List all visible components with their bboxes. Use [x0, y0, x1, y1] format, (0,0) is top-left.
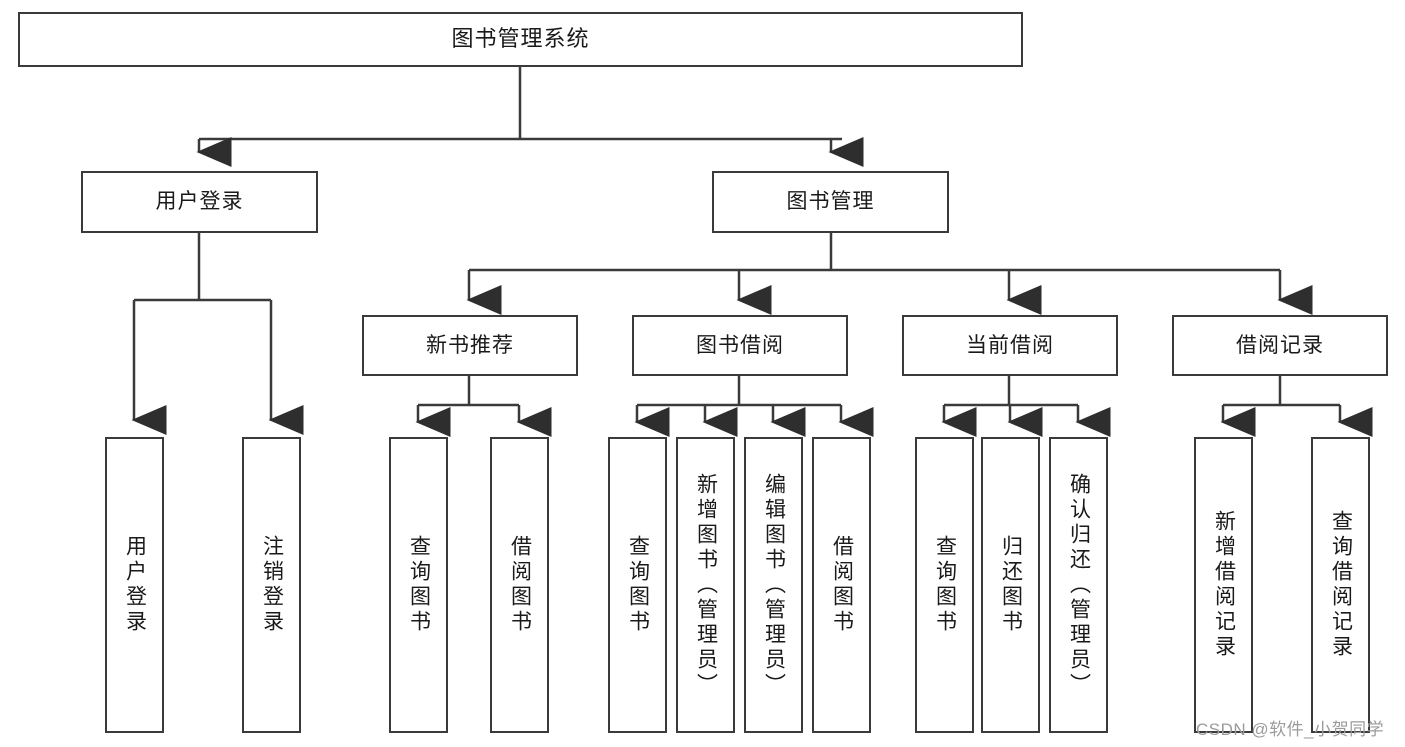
leaf-label: 归还图书 [999, 535, 1023, 635]
leaf-label: 借阅图书 [508, 535, 532, 635]
node-current-borrow[interactable]: 当前借阅 [902, 315, 1118, 376]
leaf-current-return-book[interactable]: 归还图书 [981, 437, 1040, 733]
leaf-label: 新增图书（管理员） [694, 472, 718, 698]
leaf-record-query-record[interactable]: 查询借阅记录 [1311, 437, 1370, 733]
node-label: 图书管理系统 [451, 26, 590, 52]
node-book-borrow[interactable]: 图书借阅 [632, 315, 848, 376]
node-label: 图书借阅 [696, 333, 784, 357]
leaf-label: 查询图书 [407, 535, 431, 635]
node-label: 当前借阅 [966, 333, 1054, 357]
leaf-label: 用户登录 [123, 535, 147, 635]
node-label: 借阅记录 [1236, 333, 1324, 357]
leaf-label: 新增借阅记录 [1212, 510, 1236, 660]
leaf-borrow-edit-book-admin[interactable]: 编辑图书（管理员） [744, 437, 803, 733]
leaf-label: 编辑图书（管理员） [762, 472, 786, 698]
node-label: 用户登录 [155, 190, 244, 214]
leaf-user-login-logout[interactable]: 注销登录 [242, 437, 301, 733]
watermark-text: CSDN @软件_小贺同学 [1196, 720, 1385, 739]
leaf-label: 确认归还（管理员） [1067, 472, 1091, 698]
node-new-book-recommend[interactable]: 新书推荐 [362, 315, 578, 376]
node-root-book-management-system[interactable]: 图书管理系统 [18, 12, 1023, 67]
leaf-label: 查询图书 [626, 535, 650, 635]
node-label: 图书管理 [786, 190, 875, 214]
leaf-newbook-borrow-book[interactable]: 借阅图书 [490, 437, 549, 733]
node-book-management[interactable]: 图书管理 [712, 171, 949, 233]
leaf-user-login-login[interactable]: 用户登录 [105, 437, 164, 733]
leaf-borrow-query-book[interactable]: 查询图书 [608, 437, 667, 733]
node-borrow-record[interactable]: 借阅记录 [1172, 315, 1388, 376]
leaf-label: 查询借阅记录 [1329, 510, 1353, 660]
leaf-label: 注销登录 [260, 535, 284, 635]
leaf-label: 借阅图书 [830, 535, 854, 635]
leaf-label: 查询图书 [933, 535, 957, 635]
leaf-newbook-query-book[interactable]: 查询图书 [389, 437, 448, 733]
leaf-record-add-record[interactable]: 新增借阅记录 [1194, 437, 1253, 733]
leaf-borrow-add-book-admin[interactable]: 新增图书（管理员） [676, 437, 735, 733]
leaf-current-query-book[interactable]: 查询图书 [915, 437, 974, 733]
node-label: 新书推荐 [426, 333, 514, 357]
leaf-borrow-borrow-book[interactable]: 借阅图书 [812, 437, 871, 733]
leaf-current-confirm-return-admin[interactable]: 确认归还（管理员） [1049, 437, 1108, 733]
node-user-login[interactable]: 用户登录 [81, 171, 318, 233]
